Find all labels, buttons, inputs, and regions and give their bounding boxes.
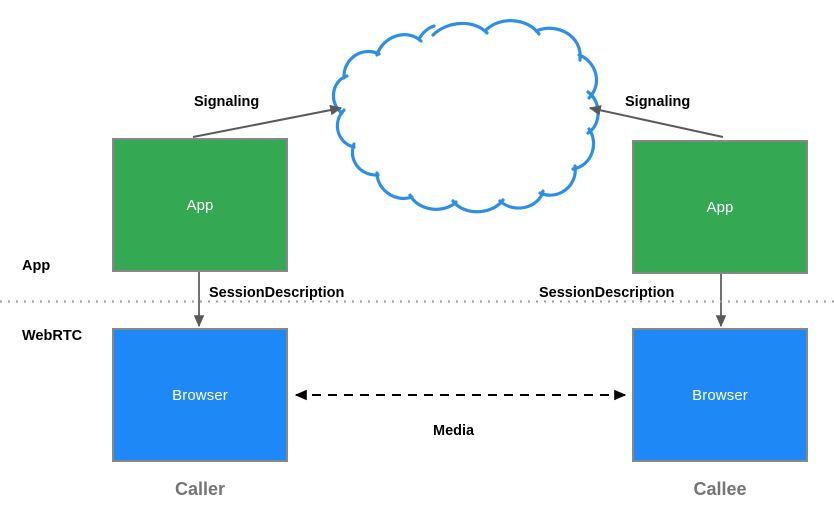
callee-app-label: App — [706, 198, 734, 216]
caller-signaling-arrow — [192, 104, 343, 138]
caller-signaling-label: Signaling — [194, 94, 260, 110]
callee-sessiondescription-label: SessionDescription — [539, 285, 675, 301]
caller-role-label: Caller — [174, 479, 226, 499]
callee-signaling-label: Signaling — [625, 94, 691, 110]
caller-app-label: App — [186, 196, 214, 214]
callee-app-box[interactable]: App — [632, 140, 808, 274]
caller-browser-label: Browser — [172, 386, 228, 404]
callee-role-label: Callee — [693, 479, 747, 499]
signaling-cloud-icon — [332, 19, 600, 214]
caller-browser-box[interactable]: Browser — [112, 328, 288, 462]
caller-sessiondescription-label: SessionDescription — [209, 285, 345, 301]
caller-app-box[interactable]: App — [112, 138, 288, 272]
webrtc-layer-label: WebRTC — [22, 328, 83, 344]
callee-browser-box[interactable]: Browser — [632, 328, 808, 462]
callee-signaling-arrow — [588, 105, 724, 138]
media-label: Media — [433, 423, 475, 439]
app-layer-label: App — [22, 258, 51, 274]
callee-browser-label: Browser — [692, 386, 748, 404]
